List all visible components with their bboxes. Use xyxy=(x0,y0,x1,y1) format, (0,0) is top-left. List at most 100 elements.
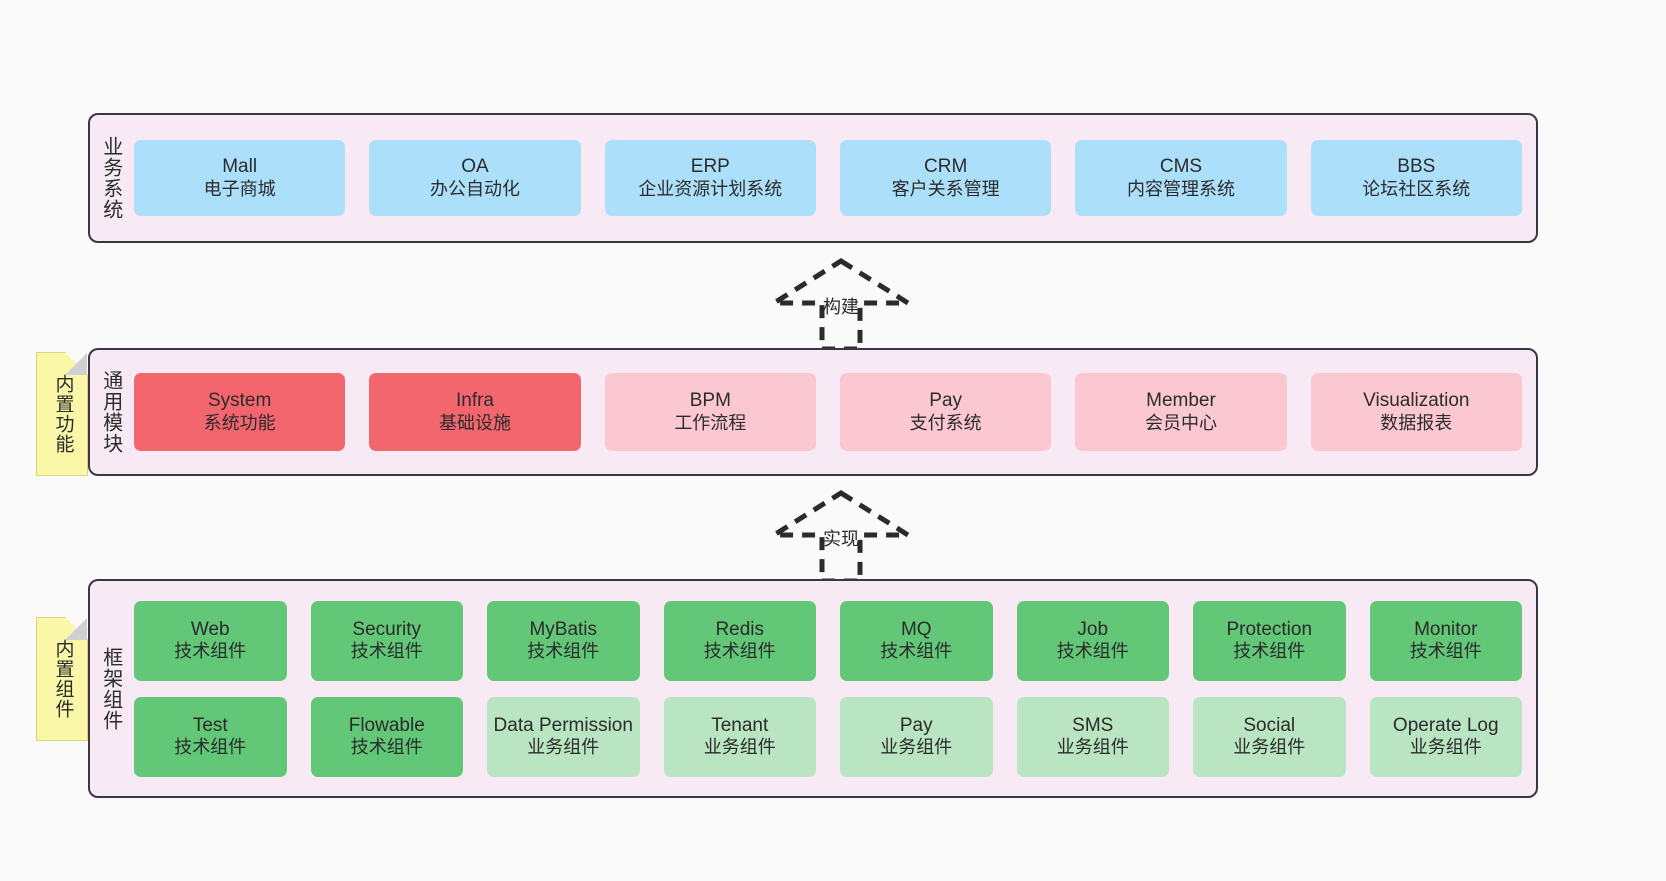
node-cms-desc: 内容管理系统 xyxy=(1126,178,1235,199)
node-operate-log-desc: 业务组件 xyxy=(1409,737,1482,758)
node-system-desc: 系统功能 xyxy=(203,412,276,433)
dashed-hollow-arrow-up-icon xyxy=(765,258,917,352)
node-security-desc: 技术组件 xyxy=(350,641,423,662)
layer-title-framework: 框架组件 xyxy=(99,646,122,731)
node-social-desc: 业务组件 xyxy=(1233,737,1306,758)
layer-business-system[interactable]: 业务系统 Mall 电子商城 OA 办公自动化 ERP 企业资源计划系统 CRM… xyxy=(88,113,1538,243)
node-mq[interactable]: MQ 技术组件 xyxy=(840,600,993,681)
node-erp-name: ERP xyxy=(690,156,730,178)
node-security-name: Security xyxy=(352,618,422,640)
node-web-desc: 技术组件 xyxy=(174,641,247,662)
node-sms-desc: 业务组件 xyxy=(1056,737,1129,758)
framework-tech-row: Web 技术组件 Security 技术组件 MyBatis 技术组件 Redi… xyxy=(134,600,1522,681)
node-protection-name: Protection xyxy=(1226,618,1313,640)
node-mybatis[interactable]: MyBatis 技术组件 xyxy=(487,600,640,681)
node-data-permission-name: Data Permission xyxy=(493,714,633,736)
node-sms-name: SMS xyxy=(1072,714,1114,736)
node-security[interactable]: Security 技术组件 xyxy=(310,600,463,681)
layer-body-common: System 系统功能 Infra 基础设施 BPM 工作流程 Pay 支付系统… xyxy=(130,350,1536,474)
node-monitor-desc: 技术组件 xyxy=(1409,641,1482,662)
node-flowable[interactable]: Flowable 技术组件 xyxy=(310,696,463,777)
node-mall[interactable]: Mall 电子商城 xyxy=(134,140,346,216)
node-visualization[interactable]: Visualization 数据报表 xyxy=(1310,373,1522,451)
dashed-hollow-arrow-up-icon xyxy=(765,490,917,584)
connector-build: 构建 xyxy=(756,255,926,355)
layer-title-common: 通用模块 xyxy=(99,370,122,454)
node-erp-desc: 企业资源计划系统 xyxy=(638,178,783,199)
node-sms[interactable]: SMS 业务组件 xyxy=(1016,696,1169,777)
node-visualization-name: Visualization xyxy=(1363,390,1470,412)
sticky-tab-builtin-features-label: 内置功能 xyxy=(52,374,74,454)
node-test-desc: 技术组件 xyxy=(174,737,247,758)
node-job-name: Job xyxy=(1077,618,1109,640)
node-member[interactable]: Member 会员中心 xyxy=(1075,373,1287,451)
node-cms[interactable]: CMS 内容管理系统 xyxy=(1075,140,1287,216)
node-pay-component-desc: 业务组件 xyxy=(880,737,953,758)
node-pay-component-name: Pay xyxy=(899,714,933,736)
node-mq-desc: 技术组件 xyxy=(880,641,953,662)
node-crm[interactable]: CRM 客户关系管理 xyxy=(839,140,1052,216)
node-bpm-name: BPM xyxy=(689,390,731,412)
node-pay-module-name: Pay xyxy=(929,390,963,412)
node-operate-log[interactable]: Operate Log 业务组件 xyxy=(1369,696,1522,777)
node-pay-component[interactable]: Pay 业务组件 xyxy=(840,696,993,777)
node-mall-desc: 电子商城 xyxy=(203,178,276,199)
business-node-row: Mall 电子商城 OA 办公自动化 ERP 企业资源计划系统 CRM 客户关系… xyxy=(134,140,1522,216)
connector-implement: 实现 xyxy=(756,487,926,587)
node-social-name: Social xyxy=(1243,714,1296,736)
node-oa-name: OA xyxy=(461,156,489,178)
layer-body-framework: Web 技术组件 Security 技术组件 MyBatis 技术组件 Redi… xyxy=(130,581,1536,796)
node-test-name: Test xyxy=(192,714,228,736)
node-flowable-desc: 技术组件 xyxy=(350,737,423,758)
node-infra[interactable]: Infra 基础设施 xyxy=(369,373,581,451)
layer-common-module[interactable]: 通用模块 System 系统功能 Infra 基础设施 BPM 工作流程 Pay… xyxy=(88,348,1538,476)
node-tenant-desc: 业务组件 xyxy=(703,737,776,758)
node-job-desc: 技术组件 xyxy=(1056,641,1129,662)
sticky-tab-builtin-features: 内置功能 xyxy=(36,352,88,476)
node-test[interactable]: Test 技术组件 xyxy=(134,696,287,777)
node-oa[interactable]: OA 办公自动化 xyxy=(369,140,581,216)
node-job[interactable]: Job 技术组件 xyxy=(1016,600,1169,681)
node-monitor[interactable]: Monitor 技术组件 xyxy=(1369,600,1522,681)
node-social[interactable]: Social 业务组件 xyxy=(1193,696,1346,777)
node-flowable-name: Flowable xyxy=(348,714,425,736)
layer-title-business: 业务系统 xyxy=(99,136,122,220)
node-infra-name: Infra xyxy=(455,390,494,412)
node-tenant[interactable]: Tenant 业务组件 xyxy=(663,696,816,777)
node-protection-desc: 技术组件 xyxy=(1233,641,1306,662)
node-member-desc: 会员中心 xyxy=(1144,412,1217,433)
node-visualization-desc: 数据报表 xyxy=(1380,412,1453,433)
connector-implement-label: 实现 xyxy=(823,529,859,549)
node-system-name: System xyxy=(207,390,272,412)
sticky-tab-builtin-components: 内置组件 xyxy=(36,617,88,741)
node-data-permission-desc: 业务组件 xyxy=(527,737,600,758)
node-redis[interactable]: Redis 技术组件 xyxy=(663,600,816,681)
node-crm-name: CRM xyxy=(924,156,968,178)
node-cms-name: CMS xyxy=(1159,156,1203,178)
node-web-name: Web xyxy=(190,618,230,640)
node-bbs-desc: 论坛社区系统 xyxy=(1362,178,1471,199)
node-bbs-name: BBS xyxy=(1397,156,1436,178)
common-node-row: System 系统功能 Infra 基础设施 BPM 工作流程 Pay 支付系统… xyxy=(134,373,1522,451)
node-oa-desc: 办公自动化 xyxy=(429,178,520,199)
node-erp[interactable]: ERP 企业资源计划系统 xyxy=(604,140,816,216)
node-data-permission[interactable]: Data Permission 业务组件 xyxy=(487,696,640,777)
node-pay-module[interactable]: Pay 支付系统 xyxy=(839,373,1052,451)
framework-biz-row: Test 技术组件 Flowable 技术组件 Data Permission … xyxy=(134,696,1522,777)
node-system[interactable]: System 系统功能 xyxy=(134,373,346,451)
node-mybatis-desc: 技术组件 xyxy=(527,641,600,662)
node-protection[interactable]: Protection 技术组件 xyxy=(1193,600,1346,681)
node-web[interactable]: Web 技术组件 xyxy=(134,600,287,681)
node-redis-desc: 技术组件 xyxy=(703,641,776,662)
node-bpm[interactable]: BPM 工作流程 xyxy=(604,373,816,451)
layer-framework-component[interactable]: 框架组件 Web 技术组件 Security 技术组件 MyBatis 技术组件… xyxy=(88,579,1538,798)
layer-body-business: Mall 电子商城 OA 办公自动化 ERP 企业资源计划系统 CRM 客户关系… xyxy=(130,115,1536,241)
node-pay-module-desc: 支付系统 xyxy=(909,412,982,433)
node-monitor-name: Monitor xyxy=(1414,618,1478,640)
connector-build-label: 构建 xyxy=(823,297,859,317)
node-bbs[interactable]: BBS 论坛社区系统 xyxy=(1310,140,1522,216)
node-mybatis-name: MyBatis xyxy=(529,618,598,640)
node-mall-name: Mall xyxy=(222,156,258,178)
node-mq-name: MQ xyxy=(900,618,932,640)
